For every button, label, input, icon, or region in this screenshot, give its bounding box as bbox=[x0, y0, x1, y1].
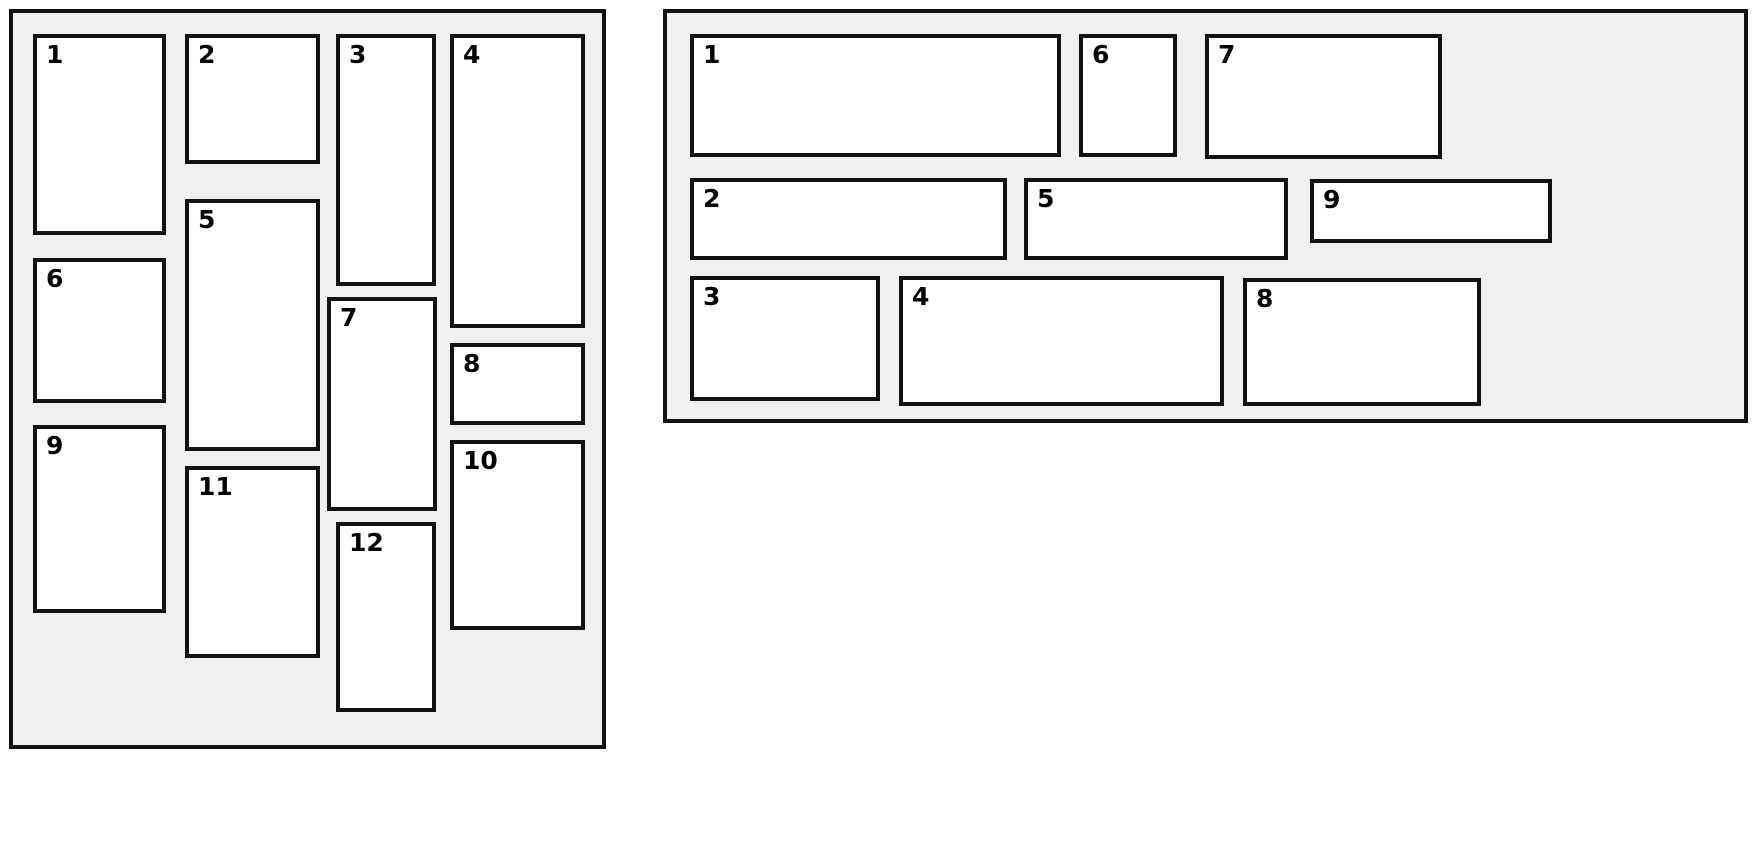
cell-1[interactable]: 1 bbox=[33, 34, 166, 235]
cell-label: 8 bbox=[463, 349, 481, 378]
cell-6[interactable]: 6 bbox=[1079, 34, 1177, 157]
cell-label: 8 bbox=[1256, 284, 1274, 313]
cell-label: 11 bbox=[198, 472, 233, 501]
cell-label: 9 bbox=[1323, 185, 1341, 214]
cell-10[interactable]: 10 bbox=[450, 440, 585, 630]
cell-label: 2 bbox=[198, 40, 216, 69]
cell-label: 6 bbox=[1092, 40, 1110, 69]
cell-2[interactable]: 2 bbox=[185, 34, 320, 164]
cell-label: 6 bbox=[46, 264, 64, 293]
cell-label: 1 bbox=[703, 40, 721, 69]
cell-8[interactable]: 8 bbox=[450, 343, 585, 425]
cell-3[interactable]: 3 bbox=[690, 276, 880, 401]
cell-label: 10 bbox=[463, 446, 498, 475]
cell-label: 9 bbox=[46, 431, 64, 460]
cell-5[interactable]: 5 bbox=[1024, 178, 1288, 260]
cell-label: 4 bbox=[463, 40, 481, 69]
cell-8[interactable]: 8 bbox=[1243, 278, 1481, 406]
cell-label: 2 bbox=[703, 184, 721, 213]
cell-11[interactable]: 11 bbox=[185, 466, 320, 658]
cell-label: 5 bbox=[1037, 184, 1055, 213]
cell-9[interactable]: 9 bbox=[33, 425, 166, 613]
cell-5[interactable]: 5 bbox=[185, 199, 320, 451]
cell-label: 12 bbox=[349, 528, 384, 557]
cell-6[interactable]: 6 bbox=[33, 258, 166, 403]
right-panel: 1 6 7 2 5 9 3 4 8 bbox=[663, 9, 1748, 423]
cell-1[interactable]: 1 bbox=[690, 34, 1061, 157]
cell-label: 3 bbox=[703, 282, 721, 311]
cell-label: 7 bbox=[340, 303, 358, 332]
cell-label: 1 bbox=[46, 40, 64, 69]
cell-9[interactable]: 9 bbox=[1310, 179, 1552, 243]
cell-7[interactable]: 7 bbox=[1205, 34, 1442, 159]
cell-label: 7 bbox=[1218, 40, 1236, 69]
cell-label: 5 bbox=[198, 205, 216, 234]
cell-7[interactable]: 7 bbox=[327, 297, 437, 511]
cell-4[interactable]: 4 bbox=[899, 276, 1224, 406]
cell-2[interactable]: 2 bbox=[690, 178, 1007, 260]
cell-3[interactable]: 3 bbox=[336, 34, 436, 286]
cell-4[interactable]: 4 bbox=[450, 34, 585, 328]
cell-label: 4 bbox=[912, 282, 930, 311]
cell-label: 3 bbox=[349, 40, 367, 69]
cell-12[interactable]: 12 bbox=[336, 522, 436, 712]
